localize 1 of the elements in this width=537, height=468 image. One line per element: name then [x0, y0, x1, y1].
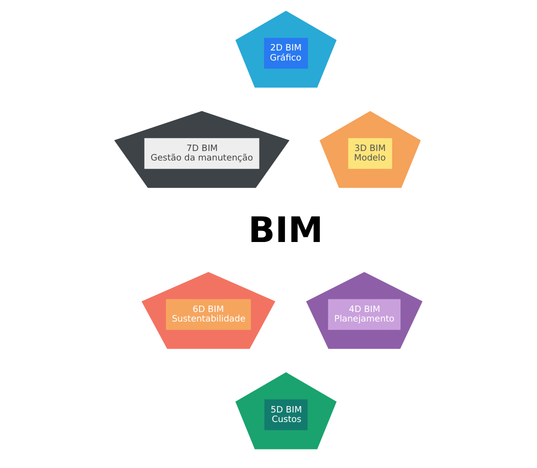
node-text: BIM [248, 210, 324, 251]
